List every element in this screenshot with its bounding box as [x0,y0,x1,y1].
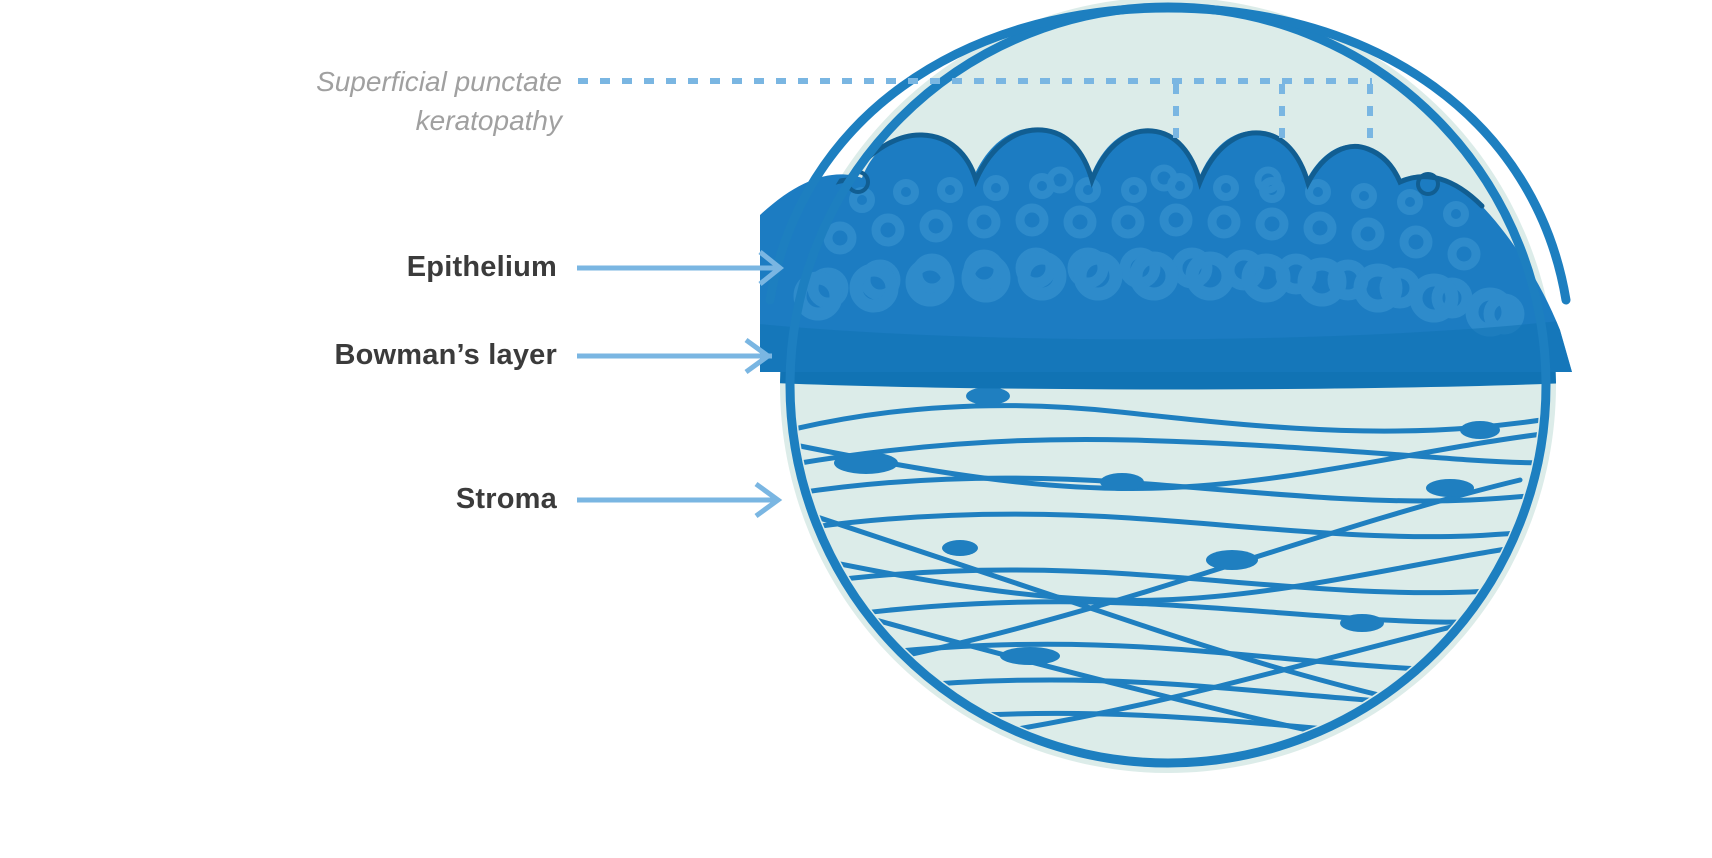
epithelial-surface-outline-group [780,127,1485,253]
punctate-erosion-outline [780,127,1485,253]
label-epithelium: Epithelium [406,251,557,283]
label-stroma: Stroma [455,483,557,515]
bowmans-leader-arrow [577,337,773,375]
surface-cell-rings [1046,164,1282,194]
spk-leader-group [578,78,1373,140]
stroma-group [796,380,1540,757]
label-bowmans-layer: Bowman’s layer [334,339,557,371]
tear-film-arc [765,3,1571,305]
label-superficial-punctate-keratopathy: Superficial punctate keratopathy [0,62,562,140]
epithelium-basal-shade [760,316,1572,372]
stroma-leader-arrow [577,481,783,519]
spk-label-line1: Superficial punctate [316,66,562,97]
epithelium-leader-arrow [577,250,785,286]
spk-label-line2: keratopathy [415,105,562,136]
stroma-keratocytes [834,387,1500,665]
epithelium-cells [793,173,1525,337]
